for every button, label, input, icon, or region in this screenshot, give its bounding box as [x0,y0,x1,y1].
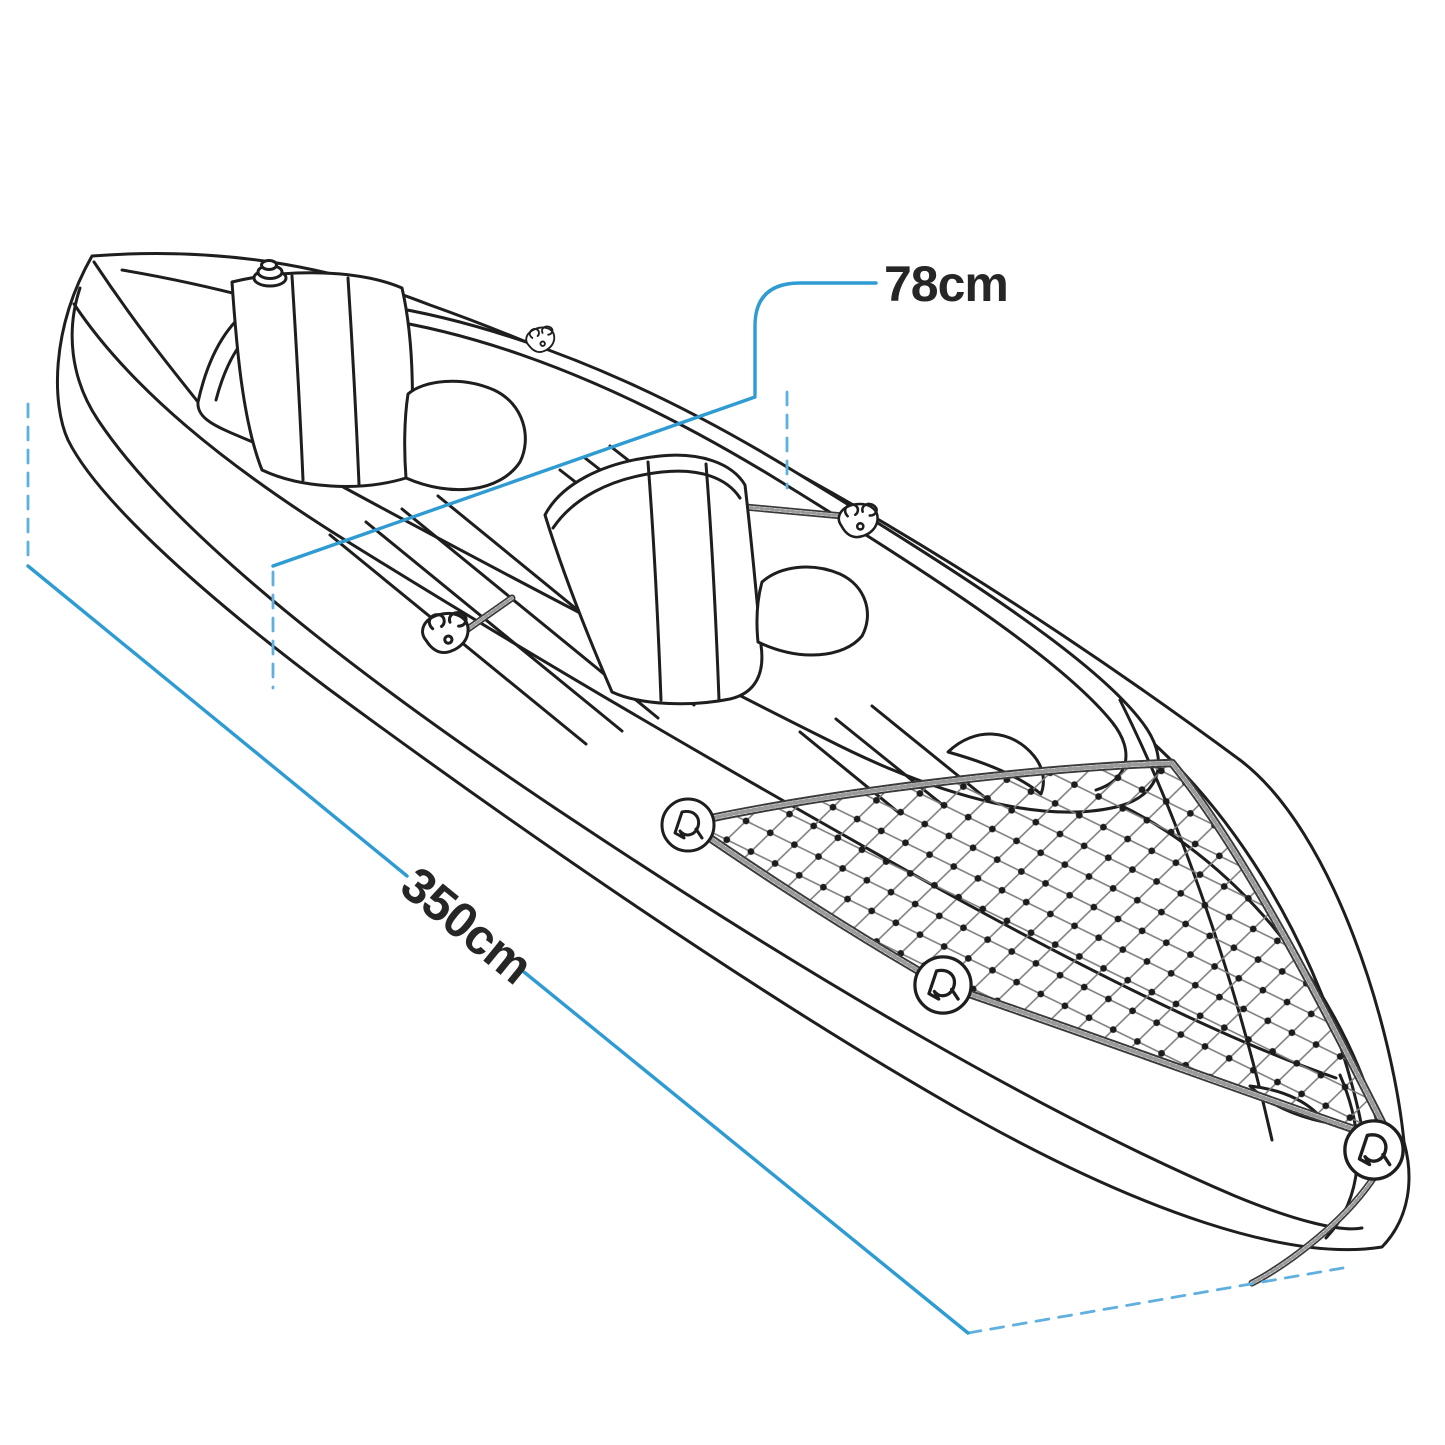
length-extension-bottom [966,1266,1345,1335]
length-dimension-line-lower [522,970,970,1335]
width-label-group: 78cm [884,256,1009,312]
rear-seat [543,453,869,706]
air-valve [252,259,288,288]
width-dimension-line [271,395,757,568]
length-dimension-line-upper [26,564,409,878]
rear-seat-cushion [755,565,869,657]
dimension-lines [26,281,970,1335]
bow-deck-band [92,260,200,404]
front-seat [230,271,527,492]
front-seat-cushion [403,379,527,492]
width-label-leader [753,281,878,397]
length-label-group: 350cm [391,856,543,995]
front-seat-backrest [230,271,414,488]
stern-grommet [1343,1119,1405,1181]
net-grommet-left [660,797,716,853]
near-tube-seam-1 [70,286,1364,1231]
net-grommet-bottom [913,955,973,1015]
width-dimension-label: 78cm [884,256,1008,312]
length-dimension-label: 350cm [391,856,543,995]
kayak-illustration [55,251,1411,1287]
dimension-extension-lines [26,390,1345,1335]
net-mesh [688,763,1392,1142]
